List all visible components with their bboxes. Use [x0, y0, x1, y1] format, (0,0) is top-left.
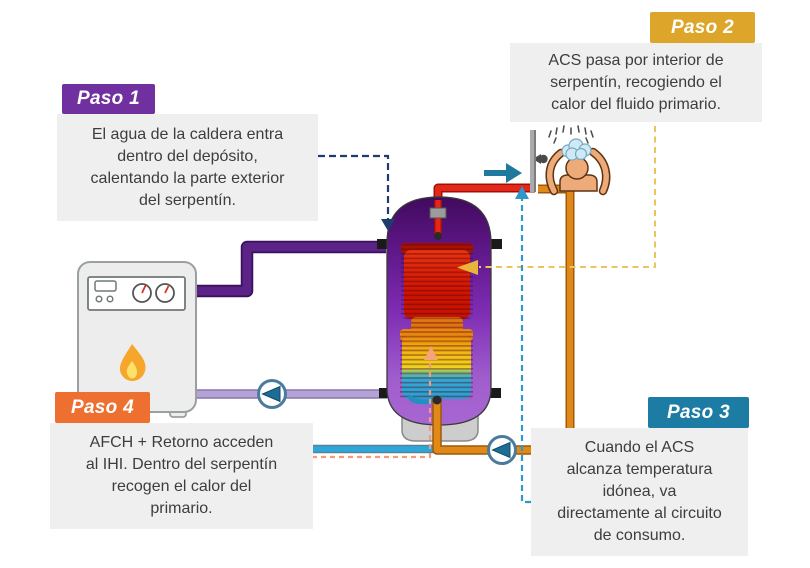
- step-1-badge: Paso 1: [62, 84, 155, 114]
- step-3-badge: Paso 3: [648, 397, 749, 428]
- pump-acs-icon: [487, 435, 517, 465]
- step3-connector: [515, 186, 531, 504]
- arrow-up-icon: [424, 346, 438, 360]
- step-2-text-box: ACS pasa por interior de serpentín, reco…: [510, 43, 762, 122]
- step-2-label: Paso 2: [670, 16, 735, 38]
- step-1-label: Paso 1: [76, 88, 141, 109]
- step-3-text-box: Cuando el ACS alcanza temperatura idónea…: [531, 428, 748, 556]
- arrow-down-icon: [381, 219, 395, 231]
- shower-valve-icon: [536, 154, 548, 164]
- step-2-text: ACS pasa por interior de serpentín, reco…: [548, 51, 724, 113]
- step-1-text: El agua de la caldera entra dentro del d…: [90, 125, 285, 209]
- step-4-label: Paso 4: [70, 396, 135, 418]
- tank-side-fittings: [377, 239, 502, 398]
- pump-primary-icon: [257, 379, 287, 409]
- acs-consumo-pipe: [538, 184, 575, 431]
- step2-connector: [457, 126, 656, 275]
- flame-icon: [119, 344, 146, 381]
- buffer-tank: [386, 196, 492, 426]
- step-1-text-box: El agua de la caldera entra dentro del d…: [57, 114, 318, 221]
- shower-pole: [530, 130, 536, 192]
- step-4-text: AFCH + Retorno acceden al IHI. Dentro de…: [85, 434, 278, 517]
- coil-inlet: [429, 200, 447, 405]
- boiler-control-panel: [87, 276, 186, 311]
- step-4-badge: Paso 4: [55, 392, 150, 423]
- coil-hot-section: [401, 243, 473, 319]
- step4-connector: [303, 346, 438, 459]
- step-2-badge: Paso 2: [650, 12, 755, 43]
- primary-supply-pipe: [190, 240, 386, 298]
- step1-connector: [318, 154, 395, 231]
- water-droplets-icon: [548, 125, 594, 144]
- person-showering-icon: [545, 138, 611, 196]
- arrow-left-icon: [457, 260, 478, 275]
- step-4-text-box: AFCH + Retorno acceden al IHI. Dentro de…: [50, 423, 313, 529]
- shower: [530, 125, 611, 196]
- flow-direction-arrow-icon: [484, 163, 522, 183]
- boiler: [77, 261, 197, 418]
- coil-cold-section: [400, 329, 473, 405]
- shampoo-foam-icon: [561, 138, 592, 161]
- arrow-up-icon: [515, 186, 529, 199]
- acs-hot-pipe: [433, 183, 535, 200]
- step-3-text: Cuando el ACS alcanza temperatura idónea…: [557, 439, 722, 544]
- step-3-label: Paso 3: [666, 401, 731, 423]
